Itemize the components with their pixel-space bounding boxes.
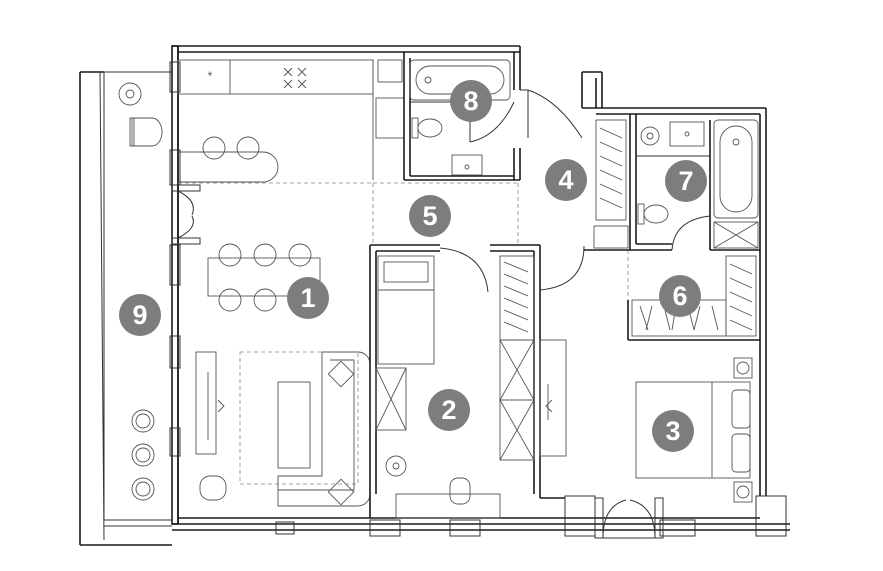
- door-swing-icon[interactable]: [439, 245, 585, 293]
- svg-text:8: 8: [463, 86, 478, 116]
- room-marker-1: 1: [287, 277, 329, 319]
- bed-icon: [377, 255, 435, 365]
- outer-walls: [171, 45, 790, 531]
- window-icon: [169, 61, 787, 537]
- room-marker-2: 2: [428, 389, 470, 431]
- svg-text:6: 6: [672, 281, 687, 311]
- toilet-icon: [637, 203, 669, 225]
- svg-text:4: 4: [558, 165, 573, 195]
- svg-text:7: 7: [678, 166, 693, 196]
- door-swing-icon[interactable]: [671, 215, 711, 251]
- wardrobe-icon: [593, 119, 629, 249]
- sink-icon: [451, 154, 483, 176]
- sink-icon: [669, 121, 705, 147]
- room-marker-7: 7: [665, 160, 707, 202]
- room-marker-5: 5: [409, 195, 451, 237]
- room-marker-4: 4: [545, 159, 587, 201]
- chair-icon: [199, 475, 227, 501]
- balcony: [79, 71, 172, 546]
- toilet-icon: [411, 117, 443, 139]
- shower-icon: [713, 221, 759, 249]
- sofa-icon: [277, 351, 371, 507]
- hallway: [372, 89, 583, 245]
- svg-text:3: 3: [665, 416, 680, 446]
- stove-icon: [283, 67, 307, 89]
- svg-text:2: 2: [441, 395, 456, 425]
- bedroom-2: [369, 244, 585, 519]
- sink-star-icon: *: [208, 69, 213, 83]
- wardrobe-icon: [499, 255, 535, 461]
- walk-in-closet-6: [627, 215, 760, 341]
- bedroom-3: [539, 339, 753, 503]
- room-marker-3: 3: [652, 410, 694, 452]
- door-swing-icon[interactable]: [171, 184, 201, 245]
- svg-text:9: 9: [132, 300, 147, 330]
- svg-text:1: 1: [300, 283, 315, 313]
- svg-text:5: 5: [422, 201, 437, 231]
- bathroom-7: [584, 114, 759, 251]
- bed-icon: [635, 381, 751, 479]
- bathtub-icon: [713, 119, 759, 219]
- plant-icon: [131, 409, 155, 501]
- room-marker-8: 8: [450, 80, 492, 122]
- room-marker-9: 9: [119, 294, 161, 336]
- room-marker-6: 6: [659, 275, 701, 317]
- door-swing-icon[interactable]: [527, 89, 583, 139]
- balcony-door[interactable]: [594, 497, 664, 539]
